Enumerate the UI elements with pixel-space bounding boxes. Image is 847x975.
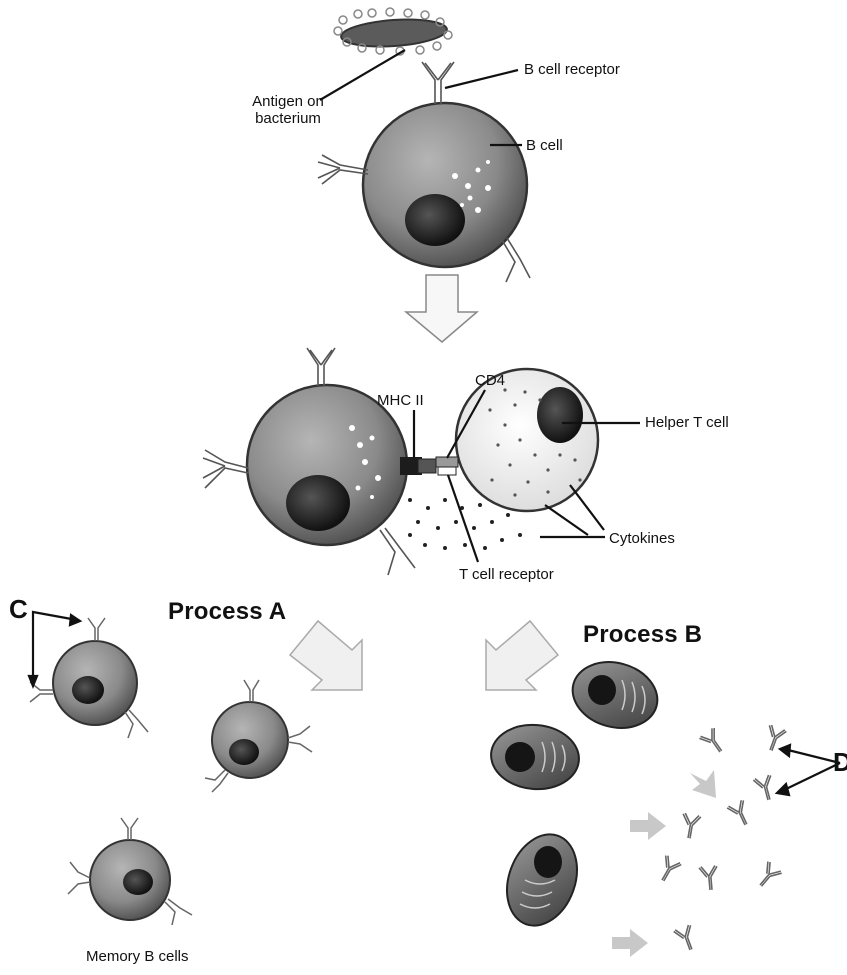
memory-b-cell-2: [205, 680, 312, 792]
mhc-tcr-complex: [400, 457, 458, 475]
label-mhc-ii: MHC II: [377, 392, 424, 409]
plasma-cell-1: [565, 653, 665, 737]
label-process-b: Process B: [583, 621, 702, 649]
antibody-release-arrows: [612, 770, 716, 957]
label-cd4: CD4: [475, 372, 505, 389]
process-b-arrow: [486, 621, 558, 690]
bacterium: [334, 8, 452, 55]
label-antigen-on-bacterium: Antigen on bacterium: [238, 93, 338, 127]
d-pointer-lines: [777, 745, 840, 795]
down-arrow: [406, 275, 477, 342]
free-antibodies: [654, 724, 786, 953]
label-memory-b-cells: Memory B cells: [86, 948, 189, 965]
b-cell-top: [363, 103, 527, 267]
memory-b-cell-1: [30, 618, 148, 738]
plasma-cell-3: [495, 825, 589, 936]
helper-t-cell: [456, 369, 598, 511]
label-process-a: Process A: [168, 598, 286, 626]
plasma-cell-2: [488, 721, 581, 792]
label-helper-t-cell: Helper T cell: [645, 414, 729, 431]
process-a-arrow: [290, 621, 362, 690]
label-t-cell-receptor: T cell receptor: [459, 566, 554, 583]
label-b-cell: B cell: [526, 137, 563, 154]
label-d: D: [833, 747, 847, 778]
memory-b-cell-3: [68, 818, 192, 925]
b-cell-middle: [247, 385, 407, 545]
label-b-cell-receptor: B cell receptor: [524, 61, 620, 78]
label-c: C: [9, 594, 28, 625]
label-cytokines: Cytokines: [609, 530, 675, 547]
